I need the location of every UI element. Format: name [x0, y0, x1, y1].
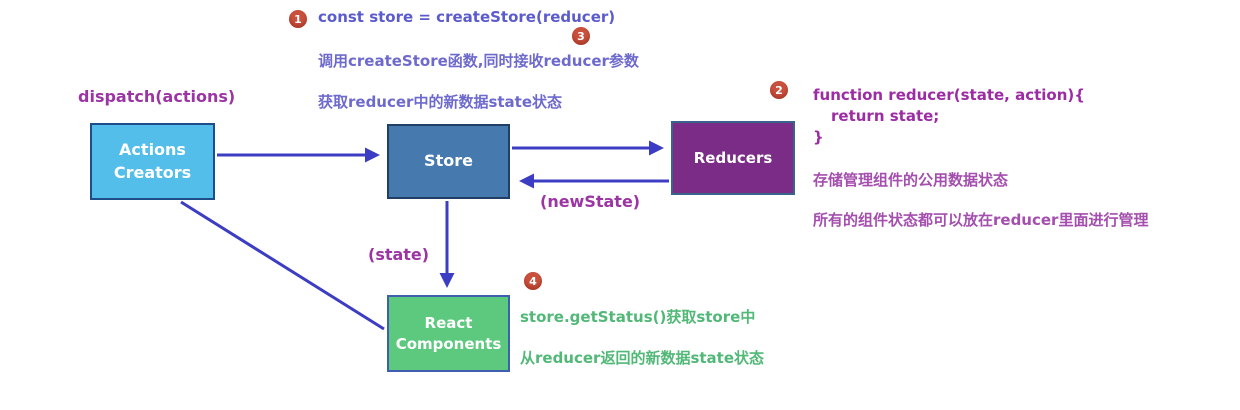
note-create-store-line1: 调用createStore函数,同时接收reducer参数 — [318, 52, 639, 70]
node-actions-creators: Actions Creators — [90, 123, 215, 200]
step-badge-2: 2 — [770, 81, 788, 99]
code-reducer-line1: function reducer(state, action){ — [813, 86, 1085, 104]
line-actions-to-react — [180, 200, 385, 331]
node-store: Store — [387, 124, 510, 199]
note-reducer-line2: 所有的组件状态都可以放在reducer里面进行管理 — [813, 211, 1149, 229]
note-get-status-line1: store.getStatus()获取store中 — [520, 308, 756, 326]
step-badge-4: 4 — [524, 272, 542, 290]
new-state-label: (newState) — [540, 192, 641, 211]
code-reducer-line3: } — [813, 128, 824, 146]
code-reducer-line2: return state; — [831, 107, 940, 125]
code-reducer-function: function reducer(state, action){ return … — [813, 85, 1085, 148]
step-badge-3: 3 — [572, 27, 590, 45]
node-reducers: Reducers — [671, 121, 795, 195]
step-badge-1: 1 — [289, 10, 307, 28]
dispatch-actions-label: dispatch(actions) — [78, 87, 236, 106]
node-react-components: React Components — [387, 295, 510, 372]
state-label: (state) — [368, 245, 430, 264]
note-create-store-line2: 获取reducer中的新数据state状态 — [318, 93, 563, 111]
code-create-store: const store = createStore(reducer) — [318, 8, 616, 26]
note-reducer-line1: 存储管理组件的公用数据状态 — [813, 171, 1009, 189]
note-get-status-line2: 从reducer返回的新数据state状态 — [520, 349, 765, 367]
